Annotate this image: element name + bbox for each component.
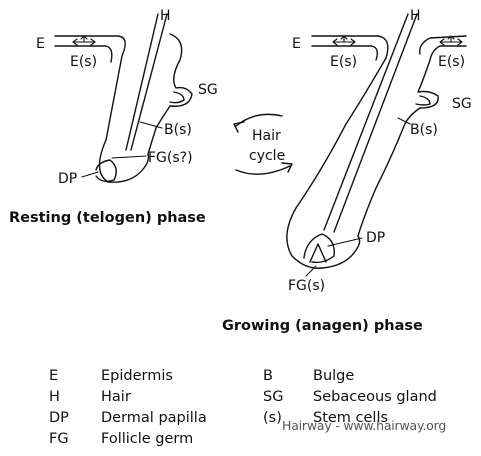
right-follicle-bulb — [286, 207, 361, 269]
right-dermal-papilla-shape — [303, 233, 335, 264]
cycle-label-line2: cycle — [249, 148, 285, 164]
growing-follicle: H E E(s) E(s) SG B(s) DP FG(s) — [286, 8, 472, 294]
right-epidermis-outer — [295, 35, 389, 209]
left-dermal-papilla-shape — [95, 159, 117, 183]
left-label-dermal-papilla: DP — [58, 171, 77, 187]
left-sebaceous-gland — [169, 91, 185, 104]
right-epidermis-arrows-left-icon — [332, 35, 356, 46]
cycle-arrow-top — [235, 113, 283, 127]
cycle-label-line1: Hair — [252, 128, 281, 144]
right-hair-shaft-line-2 — [333, 13, 418, 233]
left-epidermis-outer — [54, 35, 126, 141]
left-papilla-leader — [81, 171, 99, 178]
left-label-hair: H — [160, 8, 171, 24]
right-follicle-right-wall — [357, 59, 439, 237]
right-label-hair: H — [410, 8, 421, 24]
left-label-sebaceous: SG — [198, 82, 218, 98]
right-label-epidermis-stem-2: E(s) — [438, 54, 465, 70]
right-hair-shaft-line-1 — [323, 13, 409, 231]
left-label-bulge: B(s) — [164, 122, 192, 138]
resting-follicle: H E E(s) SG B(s) FG(s?) DP — [36, 8, 218, 187]
right-label-dermal-papilla: DP — [366, 230, 385, 246]
right-bulge-leader — [397, 117, 411, 125]
left-epidermis-arrows-icon — [72, 35, 96, 46]
left-follicle-base — [98, 139, 150, 183]
right-label-epidermis: E — [292, 36, 301, 52]
right-epidermis-right-outer — [419, 35, 467, 55]
left-hair-shaft-line-2 — [130, 13, 168, 151]
right-epidermis-right-inner — [429, 45, 467, 61]
right-sebaceous-gland — [415, 95, 431, 106]
left-label-epidermis: E — [36, 36, 45, 52]
right-label-bulge: B(s) — [410, 122, 438, 138]
left-follicle-right-wall — [147, 33, 193, 155]
left-epidermis-inner — [54, 45, 113, 63]
right-label-follicle-germ: FG(s) — [288, 278, 325, 294]
watermark: Hairway - www.hairway.org — [282, 418, 447, 433]
cycle-arrow-bottom-head-icon — [281, 162, 293, 173]
growing-phase-title: Growing (anagen) phase — [222, 318, 423, 334]
right-label-sebaceous: SG — [452, 96, 472, 112]
left-bulge-leader — [139, 121, 163, 129]
right-label-epidermis-stem-1: E(s) — [330, 54, 357, 70]
right-papilla-leader — [327, 237, 363, 247]
right-follicle-germ-leader — [305, 265, 317, 277]
hair-cycle-indicator: Hair cycle — [233, 113, 293, 175]
left-label-epidermis-stem: E(s) — [70, 54, 97, 70]
cycle-arrow-top-head-icon — [233, 121, 245, 133]
right-epidermis-arrows-right-icon — [439, 35, 463, 46]
right-epidermis-inner — [311, 45, 379, 61]
right-papilla-stalk — [309, 243, 327, 263]
left-hair-shaft-line-1 — [125, 13, 159, 151]
cycle-arrow-bottom — [235, 165, 291, 175]
left-label-follicle-germ: FG(s?) — [148, 150, 193, 166]
left-follicle-germ-leader — [111, 155, 147, 159]
resting-phase-title: Resting (telogen) phase — [9, 210, 206, 226]
